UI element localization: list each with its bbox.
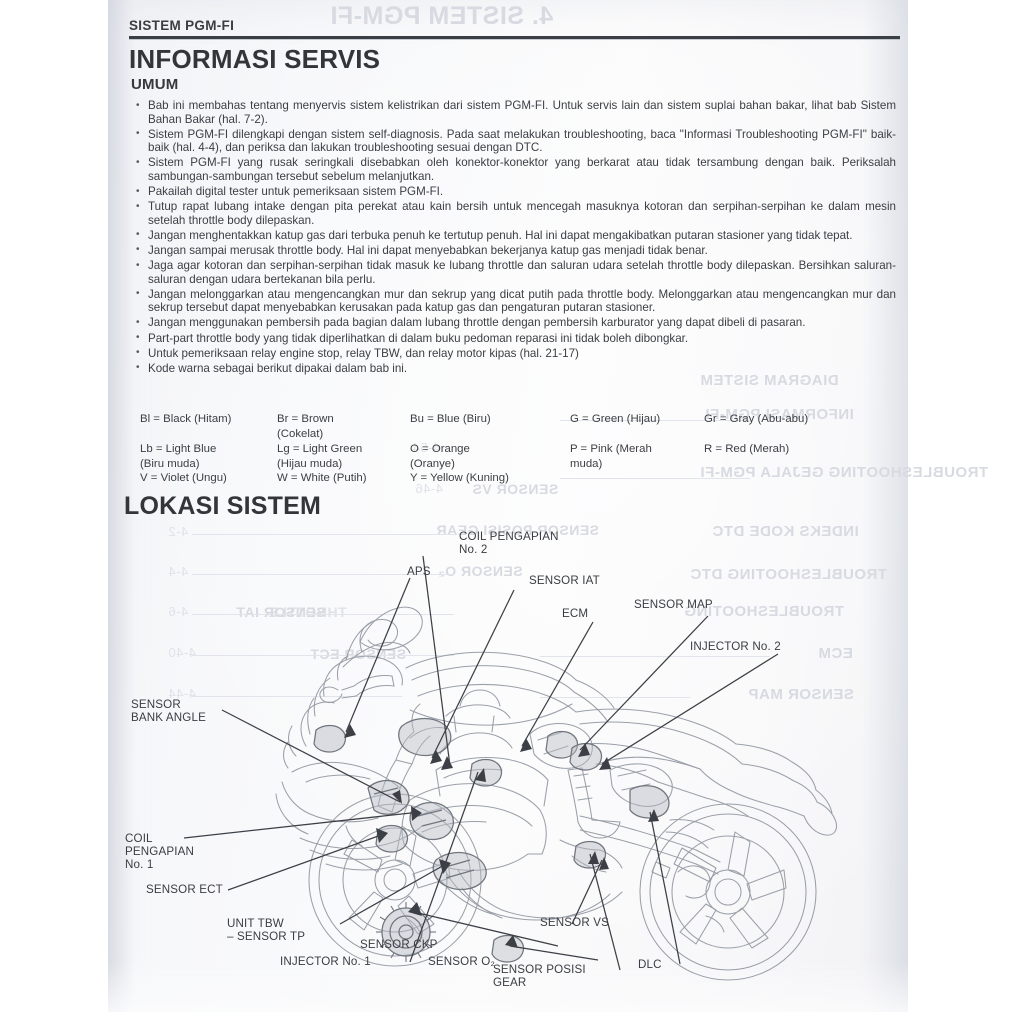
list-item: Kode warna sebagai berikut dipakai dalam…: [134, 361, 896, 376]
general-notes-list: Bab ini membahas tentang menyervis siste…: [134, 98, 896, 377]
page-title: INFORMASI SERVIS: [129, 44, 381, 74]
color-code-cell: G = Green (Hijau): [570, 413, 661, 425]
motorcycle-line-art: [183, 555, 837, 981]
diagram-label-sensor-o2: SENSOR O₂: [428, 955, 496, 968]
list-item: Sistem PGM-FI dilengkapi dengan sistem s…: [134, 127, 896, 155]
diagram-label-injector-no1: INJECTOR No. 1: [280, 955, 371, 968]
list-item: Jangan sampai merusak throttle body. Hal…: [134, 243, 896, 258]
header-rule: [129, 36, 900, 40]
color-code-cell: O = Orange (Oranye): [410, 443, 470, 470]
color-code-cell: Br = Brown (Cokelat): [277, 413, 334, 440]
diagram-label-coil-pengapian-no2: COIL PENGAPIAN No. 2: [459, 530, 559, 557]
diagram-label-unit-tbw: UNIT TBW – SENSOR TP: [227, 917, 306, 944]
table-row: V = Violet (Ungu) W = White (Putih) Y = …: [140, 471, 840, 486]
color-code-cell: [704, 471, 834, 486]
diagram-label-sensor-map: SENSOR MAP: [634, 598, 713, 611]
list-item: Pakailah digital tester untuk pemeriksaa…: [134, 185, 896, 199]
diagram-label-ecm: ECM: [562, 607, 589, 620]
diagram-label-coil-pengapian-no1: COIL PENGAPIAN No. 1: [125, 832, 194, 872]
list-item: Jangan menghentakkan katup gas dari terb…: [134, 228, 896, 243]
color-code-cell: Bl = Black (Hitam): [140, 413, 232, 425]
list-item: Tutup rapat lubang intake dengan pita pe…: [134, 200, 896, 227]
color-code-cell: Gr = Gray (Abu-abu): [704, 413, 809, 425]
diagram-label-aps: APS: [407, 565, 431, 578]
color-code-cell: P = Pink (Merah muda): [570, 443, 652, 470]
section-title-lokasi-sistem: LOKASI SISTEM: [124, 492, 322, 520]
system-location-diagram: COIL PENGAPIAN No. 2 APS SENSOR IAT ECM …: [110, 520, 906, 1020]
list-item: Jangan melonggarkan atau mengencangkan m…: [134, 287, 896, 315]
diagram-label-sensor-posisi-gear: SENSOR POSISI GEAR: [493, 963, 586, 990]
color-code-cell: Bu = Blue (Biru): [410, 413, 491, 425]
running-head: SISTEM PGM-FI: [129, 18, 235, 33]
color-code-cell: V = Violet (Ungu): [140, 472, 227, 485]
wire-color-code-table: Bl = Black (Hitam) Br = Brown (Cokelat) …: [140, 412, 840, 486]
list-item: Untuk pemeriksaan relay engine stop, rel…: [134, 346, 896, 361]
table-row: Lb = Light Blue (Biru muda) Lg = Light G…: [140, 442, 840, 471]
list-item: Bab ini membahas tentang menyervis siste…: [134, 98, 896, 126]
section-subtitle: UMUM: [131, 76, 179, 93]
page-edge-shadow-left: [108, 0, 134, 1012]
color-code-cell: Lg = Light Green (Hijau muda): [277, 443, 363, 470]
list-item: Jaga agar kotoran dan serpihan-serpihan …: [134, 259, 896, 286]
diagram-label-dlc: DLC: [638, 958, 662, 971]
diagram-label-injector-no2: INJECTOR No. 2: [690, 640, 781, 653]
diagram-label-sensor-bank-angle: SENSOR BANK ANGLE: [131, 698, 206, 725]
color-code-cell: W = White (Putih): [277, 472, 367, 485]
page-edge-fade-bottom: [108, 962, 908, 1024]
diagram-label-sensor-ect: SENSOR ECT: [146, 883, 223, 896]
color-code-cell: Lb = Light Blue (Biru muda): [140, 443, 217, 470]
list-item: Part-part throttle body yang tidak diper…: [134, 331, 896, 346]
diagram-label-sensor-iat: SENSOR IAT: [529, 574, 600, 587]
table-row: Bl = Black (Hitam) Br = Brown (Cokelat) …: [140, 412, 840, 441]
color-code-cell: Y = Yellow (Kuning): [410, 472, 509, 485]
diagram-label-sensor-ckp: SENSOR CKP: [360, 938, 438, 951]
color-code-cell: [570, 471, 704, 486]
color-code-cell: R = Red (Merah): [704, 443, 790, 456]
diagram-label-sensor-vs: SENSOR VS: [540, 916, 609, 929]
list-item: Sistem PGM-FI yang rusak seringkali dise…: [134, 156, 896, 183]
list-item: Jangan menggunakan pembersih pada bagian…: [134, 316, 896, 330]
